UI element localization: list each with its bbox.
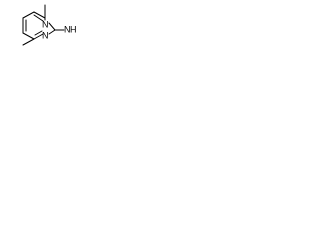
atom-n1-label: N <box>42 19 49 29</box>
bond-n3-c2pos <box>48 29 56 35</box>
atom-amino-h-label: H <box>70 24 77 34</box>
bond-c2-c3 <box>22 32 35 40</box>
bond-c3-n3 <box>33 33 44 40</box>
bond-c6-c1 <box>22 11 35 19</box>
bond-c3-n3-double <box>34 30 43 36</box>
bond-c5-c6 <box>33 11 46 19</box>
bond-c5-c6-double <box>33 14 44 22</box>
atom-n3-label: N <box>42 30 49 40</box>
structure-drawing: N N N H <box>22 4 77 46</box>
atom-amino-n-label: N <box>64 24 71 34</box>
bond-c2pos-n1 <box>48 22 56 31</box>
molecule-canvas: N N N H <box>0 0 96 80</box>
bond-methyl-bottom <box>22 38 35 46</box>
